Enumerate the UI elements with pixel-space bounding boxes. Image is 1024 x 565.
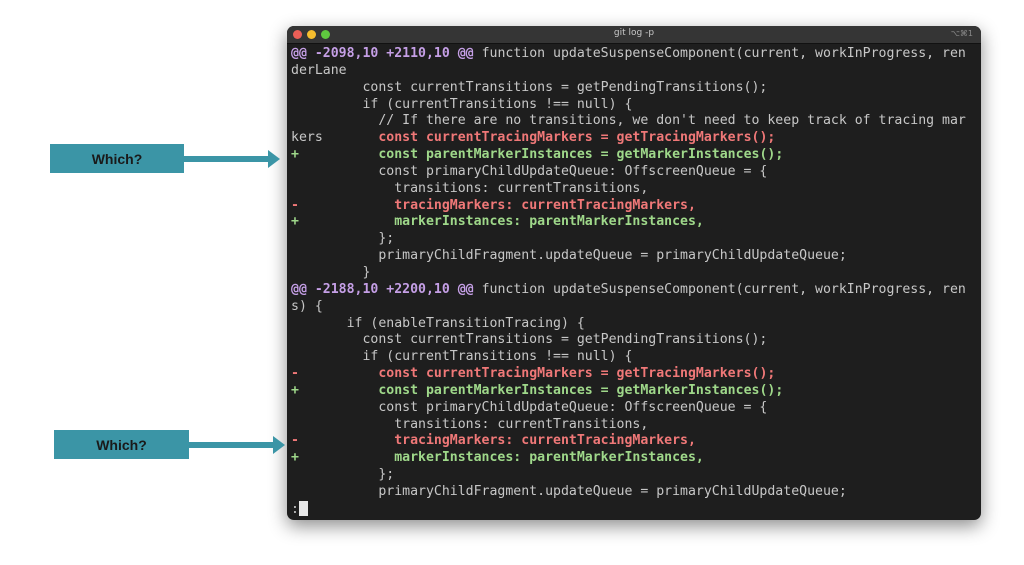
context-line: const currentTransitions = getPendingTra…	[291, 79, 768, 95]
callout-arrow-1: Which?	[50, 144, 280, 173]
title-bar: git log -p ⌥⌘1	[287, 26, 981, 44]
deleted-line: kers const currentTracingMarkers = getTr…	[291, 130, 981, 147]
hunk-context: function updateSuspenseComponent(current…	[473, 281, 966, 297]
diff-code: markerInstances: parentMarkerInstances,	[394, 214, 704, 230]
context-line: const currentTransitions = getPendingTra…	[291, 332, 768, 348]
diff-prefix: kers	[291, 130, 379, 146]
diff-code: const currentTracingMarkers = getTracing…	[378, 366, 776, 382]
arrow-right-icon	[273, 435, 285, 454]
context-line: };	[291, 467, 395, 483]
prompt-char: :	[291, 501, 299, 517]
arrow-shaft	[189, 441, 273, 448]
diff-code: const parentMarkerInstances = getMarkerI…	[378, 147, 784, 163]
diff-code: const parentMarkerInstances = getMarkerI…	[378, 382, 784, 398]
window-shortcut: ⌥⌘1	[950, 29, 973, 38]
added-line: + const parentMarkerInstances = getMarke…	[291, 147, 981, 164]
callout-label: Which?	[54, 430, 189, 459]
hunk-range: @@ -2188,10 +2200,10 @@	[291, 281, 474, 297]
hunk-header-line: @@ -2188,10 +2200,10 @@ function updateS…	[291, 282, 981, 299]
added-line: + const parentMarkerInstances = getMarke…	[291, 383, 981, 400]
context-line: }	[291, 264, 371, 280]
zoom-button[interactable]	[321, 30, 330, 39]
deleted-line: - tracingMarkers: currentTracingMarkers,	[291, 198, 981, 215]
deleted-line: - tracingMarkers: currentTracingMarkers,	[291, 433, 981, 450]
context-line: const primaryChildUpdateQueue: Offscreen…	[291, 399, 768, 415]
context-line: if (currentTransitions !== null) {	[291, 96, 633, 112]
pager-prompt[interactable]: :	[291, 500, 981, 518]
traffic-lights	[293, 30, 330, 39]
arrow-right-icon	[268, 149, 280, 168]
hunk-header-line: @@ -2098,10 +2110,10 @@ function updateS…	[291, 46, 981, 63]
callout-arrow-2: Which?	[54, 430, 285, 459]
diff-prefix: +	[291, 147, 379, 163]
diff-prefix: -	[291, 366, 379, 382]
hunk-context: function updateSuspenseComponent(current…	[473, 46, 966, 61]
context-line: if (enableTransitionTracing) {	[291, 315, 585, 331]
terminal-window: git log -p ⌥⌘1 @@ -2098,10 +2110,10 @@ f…	[287, 26, 981, 520]
close-button[interactable]	[293, 30, 302, 39]
diff-code: tracingMarkers: currentTracingMarkers,	[394, 433, 696, 449]
added-line: + markerInstances: parentMarkerInstances…	[291, 450, 981, 467]
hunk-range: @@ -2098,10 +2110,10 @@	[291, 46, 474, 61]
context-line: primaryChildFragment.updateQueue = prima…	[291, 248, 847, 264]
deleted-line: - const currentTracingMarkers = getTraci…	[291, 366, 981, 383]
added-line: + markerInstances: parentMarkerInstances…	[291, 214, 981, 231]
context-line: const primaryChildUpdateQueue: Offscreen…	[291, 163, 768, 179]
context-line: };	[291, 231, 395, 247]
context-line: // If there are no transitions, we don't…	[291, 113, 966, 129]
cursor-block	[298, 500, 308, 516]
context-line: derLane	[291, 62, 347, 78]
context-line: primaryChildFragment.updateQueue = prima…	[291, 483, 847, 499]
diff-code: tracingMarkers: currentTracingMarkers,	[394, 197, 696, 213]
diff-prefix: +	[291, 214, 395, 230]
diff-prefix: -	[291, 433, 395, 449]
terminal-output[interactable]: @@ -2098,10 +2110,10 @@ function updateS…	[287, 44, 981, 518]
callout-label: Which?	[50, 144, 184, 173]
window-title: git log -p	[613, 28, 655, 38]
diff-code: const currentTracingMarkers = getTracing…	[378, 130, 776, 146]
context-line: transitions: currentTransitions,	[291, 416, 649, 432]
diff-prefix: -	[291, 197, 395, 213]
context-line: transitions: currentTransitions,	[291, 180, 649, 196]
minimize-button[interactable]	[307, 30, 316, 39]
arrow-shaft	[184, 155, 268, 162]
context-line: if (currentTransitions !== null) {	[291, 349, 633, 365]
diff-prefix: +	[291, 450, 395, 466]
diff-prefix: +	[291, 382, 379, 398]
context-line: s) {	[291, 298, 323, 314]
diff-code: markerInstances: parentMarkerInstances,	[394, 450, 704, 466]
